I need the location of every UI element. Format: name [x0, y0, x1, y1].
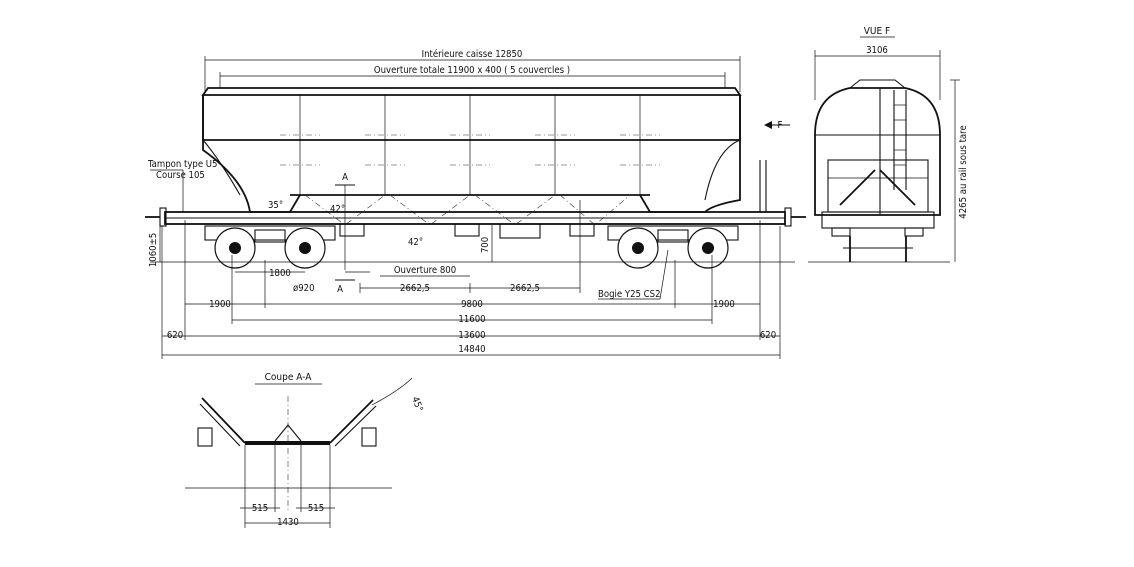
dim-1800: 1800 — [269, 268, 291, 279]
opening-total-label: Ouverture totale 11900 x 400 ( 5 couverc… — [374, 65, 570, 76]
buffer-type-label: Tampon type U5 — [147, 159, 218, 170]
angle-42b: 42° — [408, 237, 423, 248]
section-mark-bottom: A — [337, 284, 343, 295]
dimension-row-1: 1800 Ouverture 800 — [235, 265, 470, 279]
dim-1900-left: 1900 — [209, 299, 231, 310]
dimension-row-2: ø920 2662,5 2662,5 Bogie Y25 CS2 — [293, 200, 669, 300]
dim-620-right: 620 — [760, 330, 776, 341]
height-700-label: 700 — [480, 237, 491, 253]
dimension-row-5: 620 13600 620 — [162, 330, 780, 341]
section-aa-angle: 45° — [409, 395, 425, 413]
dim-1900-right: 1900 — [713, 299, 735, 310]
section-aa-515-right: 515 — [308, 503, 324, 514]
underframe — [145, 207, 806, 239]
dim-9800: 9800 — [461, 299, 483, 310]
dimension-row-4: 11600 — [231, 255, 713, 325]
view-f-width: 3106 — [866, 45, 888, 56]
bogie-left — [204, 225, 336, 269]
section-aa-title: Coupe A-A — [265, 372, 313, 383]
view-f: VUE F 3106 4265 au rail so — [808, 26, 969, 263]
side-elevation: Intérieure caisse 12850 Ouverture totale… — [145, 49, 806, 359]
angle-35: 35° — [268, 200, 283, 211]
section-aa-515-left: 515 — [252, 503, 268, 514]
top-dimensions: Intérieure caisse 12850 Ouverture totale… — [204, 49, 741, 92]
interior-length-label: Intérieure caisse 12850 — [422, 49, 523, 60]
height-1060-label: 1060±5 — [148, 233, 159, 267]
dim-14840: 14840 — [458, 344, 485, 355]
wheel-dia-label: ø920 — [293, 283, 315, 294]
section-aa-1430: 1430 — [277, 517, 299, 528]
dim-13600: 13600 — [458, 330, 485, 341]
dimension-row-3: 1900 9800 1900 — [184, 220, 761, 340]
dimension-row-6: 14840 — [161, 226, 781, 359]
buffer-stroke-label: Course 105 — [156, 170, 205, 181]
dim-2662b: 2662,5 — [510, 283, 540, 294]
dim-11600: 11600 — [458, 314, 485, 325]
angle-42a: 42° — [330, 204, 345, 215]
view-f-title: VUE F — [864, 26, 890, 37]
dim-2662a: 2662,5 — [400, 283, 430, 294]
view-f-height: 4265 au rail sous tare — [958, 125, 969, 218]
section-mark-top: A — [342, 172, 348, 183]
wagon-body — [201, 87, 767, 226]
opening-800-label: Ouverture 800 — [394, 265, 456, 276]
bogie-right — [607, 225, 739, 269]
bogie-label: Bogie Y25 CS2 — [598, 289, 661, 300]
section-aa: Coupe A-A 45° 515 515 1430 — [185, 372, 425, 528]
dim-620-left: 620 — [167, 330, 183, 341]
